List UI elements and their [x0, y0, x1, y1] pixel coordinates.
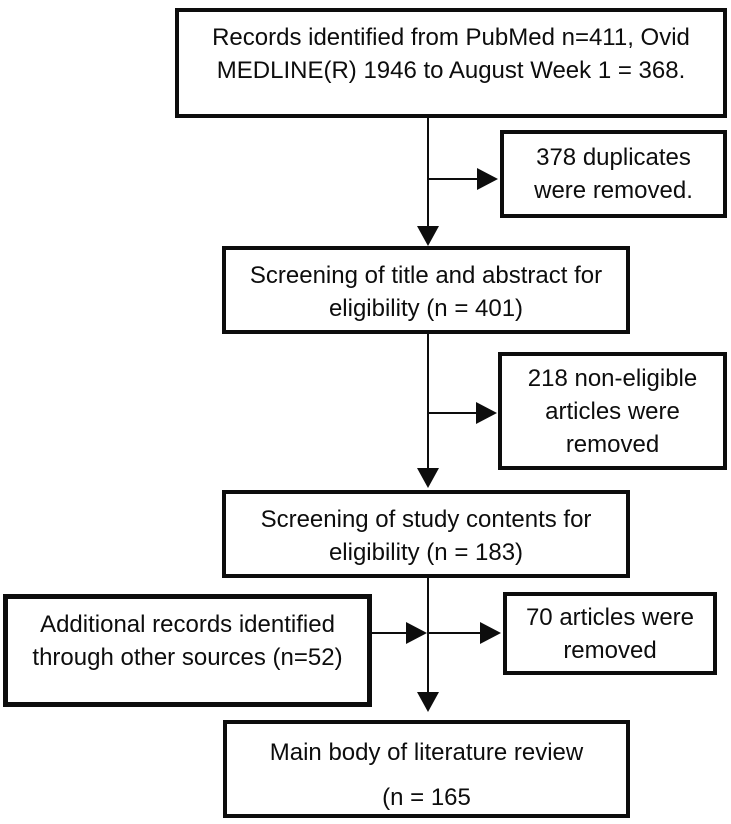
arrowhead-right-icon: [476, 402, 497, 424]
arrowhead-down-icon: [417, 226, 439, 246]
box-text-line: 378 duplicates: [536, 144, 691, 171]
connector-to-duplicates: [428, 178, 478, 180]
box-text-line: Screening of title and abstract for: [249, 262, 603, 289]
box-text-line: articles were: [545, 397, 680, 425]
box-text-line: Additional records identified: [40, 611, 335, 638]
box-additional-records: Additional records identified through ot…: [3, 594, 372, 707]
box-text-line: removed: [565, 430, 660, 458]
box-text-line: through other sources (n=52): [32, 644, 343, 671]
arrowhead-right-icon: [406, 622, 427, 644]
box-text-line: 70 articles were: [525, 603, 695, 631]
connector-additional-to-junction: [371, 632, 407, 634]
box-records-identified: Records identified from PubMed n=411, Ov…: [175, 8, 727, 118]
box-noneligible-removed: 218 non-eligible articles were removed: [498, 352, 727, 470]
box-text-line: eligibility (n = 183): [328, 539, 524, 566]
box-text-line: eligibility (n = 401): [328, 295, 524, 322]
arrowhead-down-icon: [417, 692, 439, 712]
connector-title-to-content-screening: [427, 334, 429, 470]
box-title-abstract-screening: Screening of title and abstract for elig…: [222, 246, 630, 334]
connector-content-to-main-body: [427, 578, 429, 694]
box-text-line: Screening of study contents for: [260, 506, 592, 533]
box-text-line: 218 non-eligible: [527, 364, 698, 392]
box-text-line: MEDLINE(R) 1946 to August Week 1 = 368.: [216, 57, 686, 84]
box-main-body: Main body of literature review (n = 165: [223, 720, 630, 818]
box-articles-removed: 70 articles were removed: [503, 592, 717, 675]
arrowhead-down-icon: [417, 468, 439, 488]
box-text-line: Records identified from PubMed n=411, Ov…: [212, 24, 690, 51]
connector-to-noneligible: [428, 412, 477, 414]
box-text-line: (n = 165: [382, 784, 471, 811]
box-text-line: Main body of literature review: [269, 739, 584, 766]
arrowhead-right-icon: [477, 168, 498, 190]
box-text-line: removed: [563, 636, 657, 664]
connector-records-to-title-screening: [427, 118, 429, 230]
connector-to-articles-removed: [429, 632, 481, 634]
box-duplicates-removed: 378 duplicates were removed.: [500, 130, 727, 218]
box-text-line: were removed.: [534, 177, 693, 204]
box-study-contents-screening: Screening of study contents for eligibil…: [222, 490, 630, 578]
arrowhead-right-icon: [480, 622, 501, 644]
